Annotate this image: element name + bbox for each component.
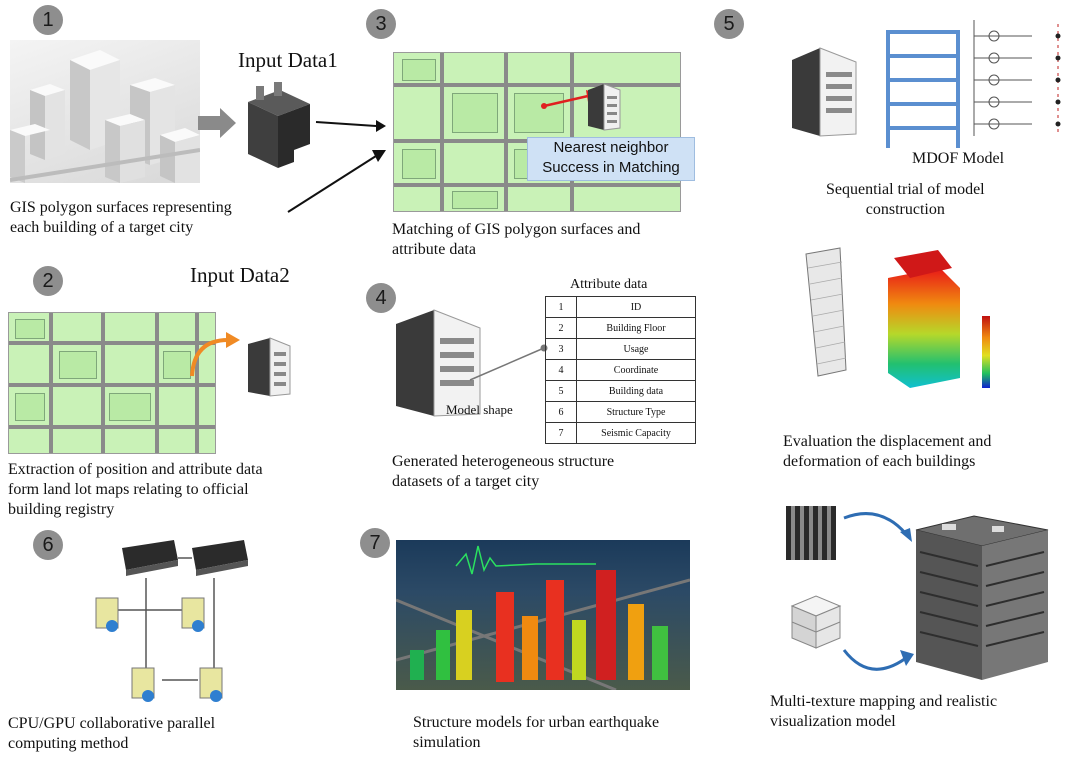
attribute-data-title: Attribute data: [570, 277, 648, 292]
cpu-gpu-network-diagram: [95, 540, 248, 702]
arrow-to-matching-2: [287, 150, 386, 213]
nearest-neighbor-callout: Nearest neighbor Success in Matching: [527, 137, 695, 181]
step7-caption: Structure models for urban earthquake si…: [413, 714, 660, 751]
server-icon: [181, 597, 205, 632]
displacement-contour-model-image: [888, 250, 960, 388]
box-mesh-icon: [790, 595, 842, 649]
window-texture-sample: [786, 506, 836, 560]
step-badge-7: 7: [360, 528, 390, 558]
step-badge-3: 3: [366, 9, 396, 39]
color-scale-legend: [982, 316, 990, 388]
gpu-card-icon: [122, 540, 178, 576]
server-icon: [199, 667, 223, 702]
single-building-icon: [248, 82, 310, 168]
orange-curved-arrow-icon: [190, 332, 240, 377]
step2-caption: Extraction of position and attribute dat…: [8, 461, 263, 518]
step5-caption-2: Evaluation the displacement and deformat…: [783, 433, 992, 470]
step4-caption: Generated heterogeneous structure datase…: [392, 453, 615, 490]
step5-caption-3: Multi-texture mapping and realistic visu…: [770, 693, 998, 730]
step1-caption: GIS polygon surfaces representing each b…: [10, 199, 232, 236]
frame-structure-diagram: [886, 30, 960, 148]
step-badge-4: 4: [366, 283, 396, 313]
step-badge-2: 2: [33, 266, 63, 296]
curved-arrow-from-mesh: [842, 649, 914, 671]
model-shape-building-icon: [396, 309, 481, 417]
step6-caption: CPU/GPU collaborative parallel computing…: [8, 715, 216, 752]
mdof-model-label: MDOF Model: [912, 150, 1005, 167]
input-data1-title: Input Data1: [238, 48, 338, 72]
server-icon: [131, 667, 155, 702]
model-shape-label: Model shape: [446, 402, 513, 417]
input-data2-title: Input Data2: [190, 263, 290, 287]
earthquake-simulation-image: [396, 540, 690, 690]
step-badge-1: 1: [33, 5, 63, 35]
attribute-link-line: [469, 344, 548, 381]
step-badge-5: 5: [714, 9, 744, 39]
gray-arrow-icon: [198, 108, 236, 138]
land-lot-map-image: [8, 312, 216, 454]
step3-caption: Matching of GIS polygon surfaces and att…: [392, 221, 641, 258]
building-icon-step2: [248, 337, 291, 397]
building-icon-step5: [792, 47, 857, 137]
curved-arrow-to-texture-model: [843, 512, 912, 542]
mdof-spring-mass-diagram: [973, 20, 1061, 136]
matching-map-image: [393, 52, 681, 212]
gpu-card-icon: [192, 540, 248, 576]
city-3d-model-image: [10, 40, 200, 183]
step5-caption-1: Sequential trial of model construction: [826, 181, 985, 218]
city-blocks-graphic: [10, 50, 200, 183]
arrow-to-matching-1: [315, 120, 386, 132]
textured-building-model-image: [912, 512, 1052, 682]
wireframe-tower-image: [805, 247, 847, 377]
step-badge-6: 6: [33, 530, 63, 560]
building-icon-step3: [588, 83, 621, 131]
server-icon: [95, 597, 119, 632]
